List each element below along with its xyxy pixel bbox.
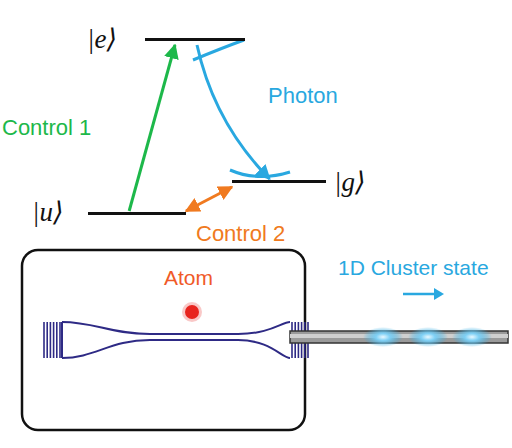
transition-arrow <box>129 45 175 211</box>
transition-label: Control 2 <box>196 222 285 246</box>
transition-arrow <box>186 187 232 211</box>
output-label: 1D Cluster state <box>338 256 489 279</box>
direction-arrow <box>403 293 438 296</box>
grating-coupler <box>44 322 308 358</box>
energy-level: |u⟩ <box>88 212 186 218</box>
state-label: |g⟩ <box>334 169 365 196</box>
chip-housing <box>22 250 305 430</box>
transition-label: Photon <box>268 84 338 108</box>
photon-pulse <box>408 327 448 347</box>
transition-arrow <box>197 45 270 179</box>
waveguide <box>62 322 290 358</box>
atom-glow <box>182 302 202 322</box>
energy-level: |g⟩ <box>232 180 326 186</box>
atom-label: Atom <box>164 266 213 289</box>
state-label: |e⟩ <box>87 26 117 53</box>
photon-pulse <box>363 327 403 347</box>
direction-arrowhead <box>434 288 444 300</box>
state-label: |u⟩ <box>32 199 63 226</box>
energy-level: |e⟩ <box>145 38 245 44</box>
photon-pulse <box>452 327 492 347</box>
transition-label: Control 1 <box>2 116 91 140</box>
